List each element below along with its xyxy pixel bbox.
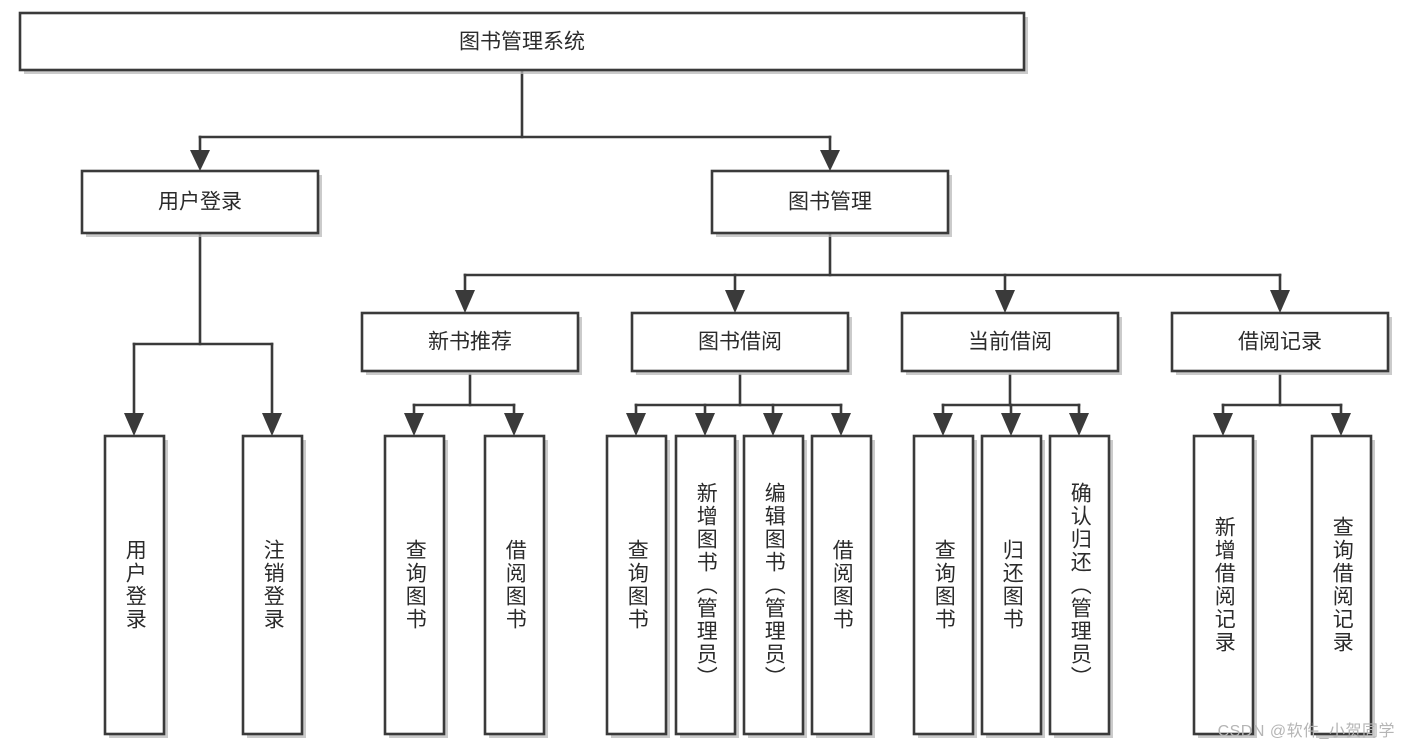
node-borrow-record-label: 借阅记录 [1238, 331, 1322, 354]
node-current-borrow[interactable] [900, 311, 1120, 373]
node-leaf-query-book-2[interactable] [605, 434, 668, 736]
arrowhead-leaf-borrow-book-2 [831, 413, 851, 436]
watermark-text: CSDN @软件_小贺同学 [1217, 723, 1395, 740]
node-user-login[interactable] [80, 169, 320, 235]
arrowhead-leaf-confirm-return [1069, 413, 1089, 436]
node-leaf-query-record[interactable] [1310, 434, 1373, 736]
node-leaf-add-record[interactable] [1192, 434, 1255, 736]
node-leaf-borrow-book-1[interactable] [483, 434, 546, 736]
node-leaf-borrow-book-2[interactable] [810, 434, 873, 736]
arrowhead-leaf-query-book-3 [933, 413, 953, 436]
arrowhead-leaf-add-record [1213, 413, 1233, 436]
node-borrow-record[interactable] [1170, 311, 1390, 373]
arrowhead-leaf-query-record [1331, 413, 1351, 436]
node-layer: 图书管理系统 用户登录 图书管理 新书推荐 图书借阅 当前借阅 借阅记录 [18, 11, 1392, 738]
node-new-book-recommend[interactable] [360, 311, 580, 373]
node-book-borrow[interactable] [630, 311, 850, 373]
connector-layer [124, 68, 1351, 436]
arrowhead-leaf-user-login [124, 413, 144, 436]
node-leaf-user-login[interactable] [103, 434, 166, 736]
node-leaf-query-book-1[interactable] [383, 434, 446, 736]
arrowhead-current-borrow [995, 290, 1015, 313]
arrowhead-leaf-edit-book [763, 413, 783, 436]
node-leaf-edit-book[interactable] [742, 434, 805, 736]
node-leaf-query-book-3[interactable] [912, 434, 975, 736]
arrowhead-leaf-add-book [695, 413, 715, 436]
node-current-borrow-label: 当前借阅 [968, 331, 1052, 354]
node-root[interactable] [18, 11, 1026, 72]
node-new-book-recommend-label: 新书推荐 [428, 331, 512, 354]
node-user-login-label: 用户登录 [158, 191, 242, 214]
arrowhead-book-borrow [725, 290, 745, 313]
node-book-borrow-label: 图书借阅 [698, 331, 782, 354]
node-book-manage[interactable] [710, 169, 950, 235]
node-leaf-return-book[interactable] [980, 434, 1043, 736]
node-root-label: 图书管理系统 [459, 31, 585, 54]
node-leaf-logout-login[interactable] [241, 434, 304, 736]
arrowhead-user-login [190, 150, 210, 171]
arrowhead-leaf-query-book-1 [404, 413, 424, 436]
node-leaf-add-book[interactable] [674, 434, 737, 736]
arrowhead-new-book-recommend [455, 290, 475, 313]
arrowhead-leaf-logout-login [262, 413, 282, 436]
node-leaf-confirm-return[interactable] [1048, 434, 1111, 736]
arrowhead-leaf-return-book [1001, 413, 1021, 436]
arrowhead-leaf-borrow-book-1 [504, 413, 524, 436]
arrowhead-leaf-query-book-2 [626, 413, 646, 436]
node-book-manage-label: 图书管理 [788, 191, 872, 214]
arrowhead-borrow-record [1270, 290, 1290, 313]
arrowhead-book-manage [820, 150, 840, 171]
